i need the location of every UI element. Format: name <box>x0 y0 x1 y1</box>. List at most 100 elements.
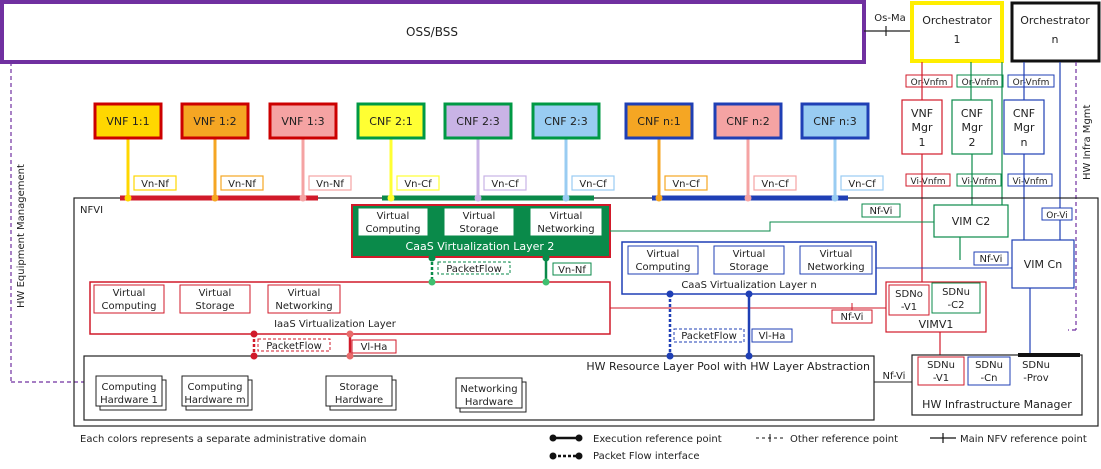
legend-main-icon <box>930 433 956 443</box>
sdnu-c2-l2: -C2 <box>948 300 965 311</box>
vim-c2-box <box>933 204 1009 238</box>
caasn-vlha-dot-top <box>745 290 753 298</box>
svg-text:Storage: Storage <box>729 262 768 273</box>
hw-nf-vi-label: Nf-Vi <box>883 371 906 382</box>
vnf-bus-dot-2 <box>211 194 219 202</box>
nf-vi-blue-box <box>973 251 1009 266</box>
svg-text:Computing: Computing <box>636 262 691 273</box>
svg-text:Virtual: Virtual <box>647 249 680 260</box>
vnf-mgr-1-l2: Mgr <box>912 121 933 134</box>
oss-bss-label: OSS/BSS <box>406 25 458 39</box>
legend-packetflow-icon <box>549 452 583 460</box>
legend-other-icon <box>756 434 784 442</box>
sdnu-v1-box <box>917 356 965 386</box>
caas2-vn-nf-label: Vn-Nf <box>558 265 586 276</box>
or-vnfm-1-box <box>905 74 953 88</box>
vnf-label-1: VNF 1:1 <box>106 115 149 128</box>
vnf-bus-dot-8 <box>744 194 752 202</box>
svg-text:Storage: Storage <box>459 224 498 235</box>
vnf-bus-dot-6 <box>562 194 570 202</box>
orchestrator-n-line2: n <box>1052 33 1059 46</box>
svg-text:Storage: Storage <box>195 301 234 312</box>
vim-c2-label: VIM C2 <box>952 215 990 228</box>
or-vnfm-n-label: Or-Vnfm <box>1013 78 1050 88</box>
legend-packet-flow: Packet Flow interface <box>593 451 700 462</box>
svg-text:Hardware m: Hardware m <box>184 395 245 406</box>
vnf-box-1 <box>93 102 163 140</box>
vnf-bus-dot-1 <box>124 194 132 202</box>
hw-infra-manager-label: HW Infrastructure Manager <box>922 398 1072 411</box>
vi-vnfm-2-box <box>956 173 1002 187</box>
svg-text:Virtual: Virtual <box>820 249 853 260</box>
orchestrator-1-line1: Orchestrator <box>922 14 992 27</box>
iaas-packetflow-box <box>257 338 331 352</box>
vi-vnfm-1-box <box>905 173 951 187</box>
legend-main: Main NFV reference point <box>960 434 1087 445</box>
cnf-mgr-2-l3: 2 <box>969 136 976 149</box>
sdnu-prov-l2: -Prov <box>1023 373 1048 384</box>
vnf-bus-dot-5 <box>474 194 482 202</box>
vn-label-9: Vn-Cf <box>848 179 876 190</box>
caasn-vlha-dot-bottom <box>745 352 753 360</box>
iaas-virtual-networking: Virtual Networking <box>267 284 341 314</box>
svg-text:Computing: Computing <box>366 224 421 235</box>
vnf-label-4: CNF 2:1 <box>369 115 412 128</box>
vnf-box-7 <box>624 102 694 140</box>
caasn-packetflow-box <box>673 328 745 343</box>
sdnu-cn-l2: -Cn <box>981 373 998 384</box>
svg-text:Hardware: Hardware <box>465 397 513 408</box>
computing-hardware-m: Computing Hardware m <box>181 375 253 411</box>
computing-hardware-1: Computing Hardware 1 <box>95 375 167 411</box>
caasn-vl-ha-box <box>751 328 793 343</box>
vn-label-5: Vn-Cf <box>491 179 519 190</box>
sdno-v1-l1: SDNo <box>895 289 923 300</box>
caas2-virtual-storage: Virtual Storage <box>443 207 515 237</box>
vnf-box-8 <box>713 102 783 140</box>
vn-label-1: Vn-Nf <box>141 179 169 190</box>
vn-label-box-3 <box>308 175 352 191</box>
svg-text:Computing: Computing <box>188 382 243 393</box>
vnf-item-8: CNF n:2Vn-Cf <box>713 102 797 202</box>
vn-label-box-8 <box>753 175 797 191</box>
or-vi-label: Or-Vi <box>1046 211 1067 221</box>
caasn-packetflow-label: PacketFlow <box>681 331 737 342</box>
svg-text:Virtual: Virtual <box>113 288 146 299</box>
sdnu-v1-l1: SDNu <box>927 360 955 371</box>
iaas-vlha-dot-bottom <box>346 352 354 360</box>
vn-label-4: Vn-Cf <box>404 179 432 190</box>
orchestrator-n-line1: Orchestrator <box>1020 14 1090 27</box>
vnf-item-3: VNF 1:3Vn-Nf <box>268 102 352 202</box>
vi-vnfm-n-label: Vi-Vnfm <box>1013 177 1048 187</box>
vnf-label-2: VNF 1:2 <box>193 115 236 128</box>
vn-label-box-6 <box>571 175 615 191</box>
svg-text:Virtual: Virtual <box>733 249 766 260</box>
cnf-mgr-2-l2: Mgr <box>962 121 983 134</box>
vn-label-2: Vn-Nf <box>228 179 256 190</box>
iaas-virtual-storage: Virtual Storage <box>179 284 251 314</box>
caasn-pf-dot-bottom <box>666 352 674 360</box>
svg-text:Hardware: Hardware <box>335 395 383 406</box>
or-vnfm-1-label: Or-Vnfm <box>911 78 948 88</box>
vnf-item-5: CNF 2:3Vn-Cf <box>443 102 527 202</box>
vnf-bus-dot-4 <box>387 194 395 202</box>
nf-vi-green-label: Nf-Vi <box>870 206 893 217</box>
vnf-label-8: CNF n:2 <box>726 115 769 128</box>
svg-text:Virtual: Virtual <box>199 288 232 299</box>
vnf-item-2: VNF 1:2Vn-Nf <box>180 102 264 202</box>
vnf-bus-dot-7 <box>655 194 663 202</box>
caasn-pf-dot-top <box>666 290 674 298</box>
vn-label-7: Vn-Cf <box>672 179 700 190</box>
iaas-pf-dot-top <box>250 330 258 338</box>
cnf-mgr-n-l3: n <box>1021 136 1028 149</box>
caasn-virtual-storage: Virtual Storage <box>713 245 785 275</box>
caas2-nf-vi-line <box>610 221 934 232</box>
vi-vnfm-2-label: Vi-Vnfm <box>962 177 997 187</box>
caas2-vnnf-dot-top <box>542 254 550 262</box>
caasn-virtual-computing: Virtual Computing <box>627 245 699 275</box>
svg-text:Hardware 1: Hardware 1 <box>100 395 158 406</box>
oss-bss-box <box>0 0 866 64</box>
or-vnfm-n-box <box>1007 74 1055 88</box>
iaas-virtual-computing: Virtual Computing <box>93 284 165 314</box>
vim-cn-label: VIM Cn <box>1024 258 1062 271</box>
svg-text:Virtual: Virtual <box>377 211 410 222</box>
